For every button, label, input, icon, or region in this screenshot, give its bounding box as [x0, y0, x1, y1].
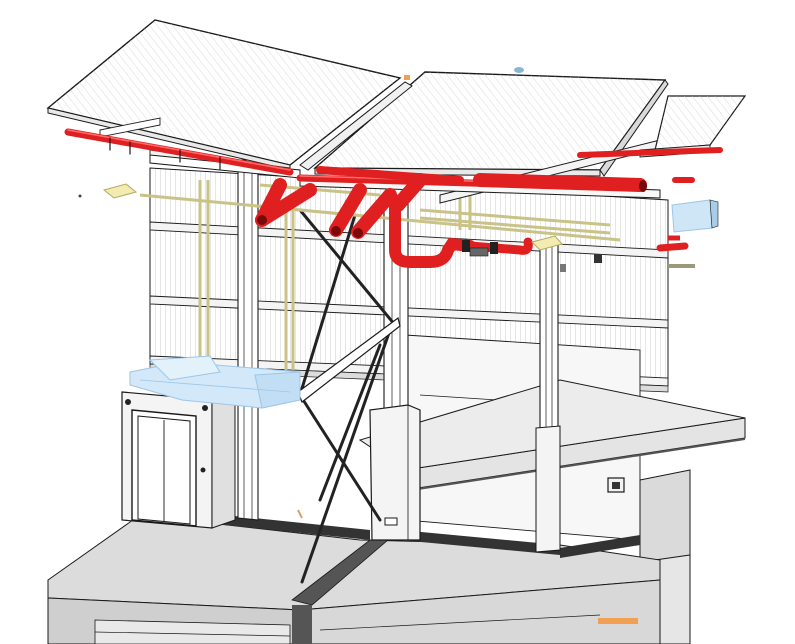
hvac-duct-run	[129, 199, 719, 409]
fixture-dot-icon	[78, 194, 82, 198]
sprinkler-pipe-network	[64, 128, 723, 268]
orange-marker	[598, 618, 638, 624]
door-enclosure	[121, 391, 236, 529]
pipe-stubs	[297, 235, 695, 519]
door-bolt-icon	[125, 399, 131, 405]
light-fixture	[78, 183, 563, 251]
junction-box	[560, 254, 602, 272]
back-wall	[149, 167, 669, 541]
roof-vent-icon	[514, 67, 524, 73]
steel-columns	[237, 159, 561, 553]
pier-tag	[384, 517, 398, 526]
cross-bracing	[297, 208, 401, 584]
roof-marker	[404, 75, 410, 80]
roof-panel-right	[639, 95, 747, 158]
roof-panel-center	[299, 67, 669, 204]
door-handle-icon	[200, 467, 206, 473]
door-bolt-icon	[202, 405, 208, 411]
electrical-panel	[607, 477, 625, 493]
